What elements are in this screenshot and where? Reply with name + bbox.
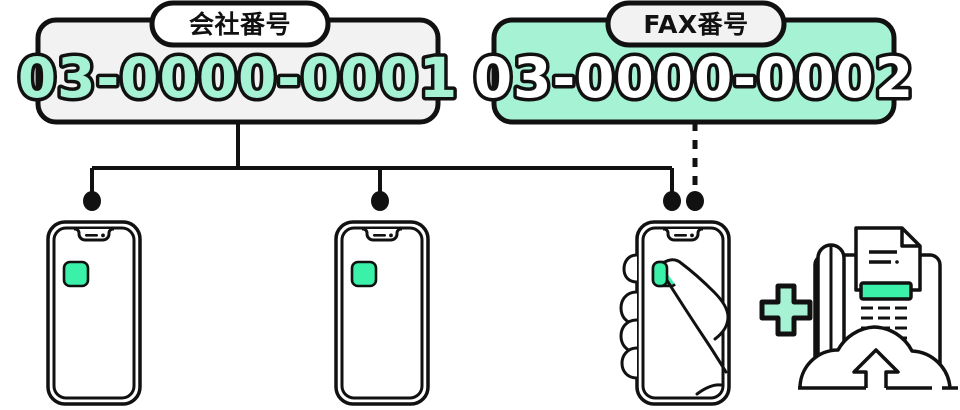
fax-display bbox=[859, 281, 913, 301]
smartphone-2-speaker-icon bbox=[373, 234, 386, 237]
hand-finger-1 bbox=[622, 253, 639, 284]
connector-dot-2 bbox=[371, 191, 389, 211]
hand-index-finger bbox=[659, 258, 730, 341]
card-fax-number-label-pill bbox=[605, 0, 787, 48]
connector-tree-solid bbox=[90, 122, 674, 196]
smartphone-1-screen bbox=[52, 226, 136, 400]
smartphone-3-camera-icon bbox=[690, 233, 694, 238]
smartphone-2-screen bbox=[340, 226, 424, 400]
hand-icon bbox=[619, 253, 730, 396]
plus-icon bbox=[759, 283, 813, 337]
connector-dots-solid bbox=[83, 191, 681, 211]
hand-finger-4 bbox=[620, 346, 639, 380]
smartphone-1-speaker-icon bbox=[85, 234, 98, 237]
connector-dot-4 bbox=[686, 191, 704, 211]
smartphone-2 bbox=[334, 220, 430, 406]
connector-dot-3 bbox=[663, 191, 681, 211]
smartphone-2-app-icon bbox=[350, 260, 378, 288]
card-company-number: 03-0000-0001 会社番号 bbox=[14, 0, 461, 125]
smartphone-3-hand bbox=[619, 220, 731, 406]
card-company-number-label: 会社番号 bbox=[189, 10, 291, 39]
fax-paper-sheet bbox=[854, 226, 922, 292]
hand-palm-edge bbox=[695, 383, 723, 396]
fax-upload-arrow-icon bbox=[852, 348, 900, 388]
card-company-number-value: 03-0000-0001 bbox=[18, 46, 458, 110]
smartphone-1-app-icon bbox=[62, 260, 90, 288]
card-fax-number-label: FAX番号 bbox=[643, 10, 748, 39]
smartphone-1-camera-icon bbox=[101, 233, 105, 238]
card-fax-number: 03-0000-0002 FAX番号 bbox=[470, 0, 917, 125]
plus-icon-shape bbox=[759, 283, 813, 337]
fax-machine bbox=[798, 226, 958, 390]
connector-dot-1 bbox=[83, 191, 101, 211]
card-fax-number-value: 03-0000-0002 bbox=[474, 46, 914, 110]
smartphone-1 bbox=[46, 220, 142, 406]
hand-thumb-edge bbox=[661, 272, 728, 374]
fax-paper-dot bbox=[895, 260, 899, 264]
fax-paper-fold bbox=[900, 228, 920, 248]
smartphone-3-speaker-icon bbox=[674, 234, 687, 237]
smartphone-2-camera-icon bbox=[389, 233, 393, 238]
card-company-number-label-pill bbox=[149, 0, 331, 48]
smartphone-3-app-icon-highlight bbox=[651, 260, 669, 288]
